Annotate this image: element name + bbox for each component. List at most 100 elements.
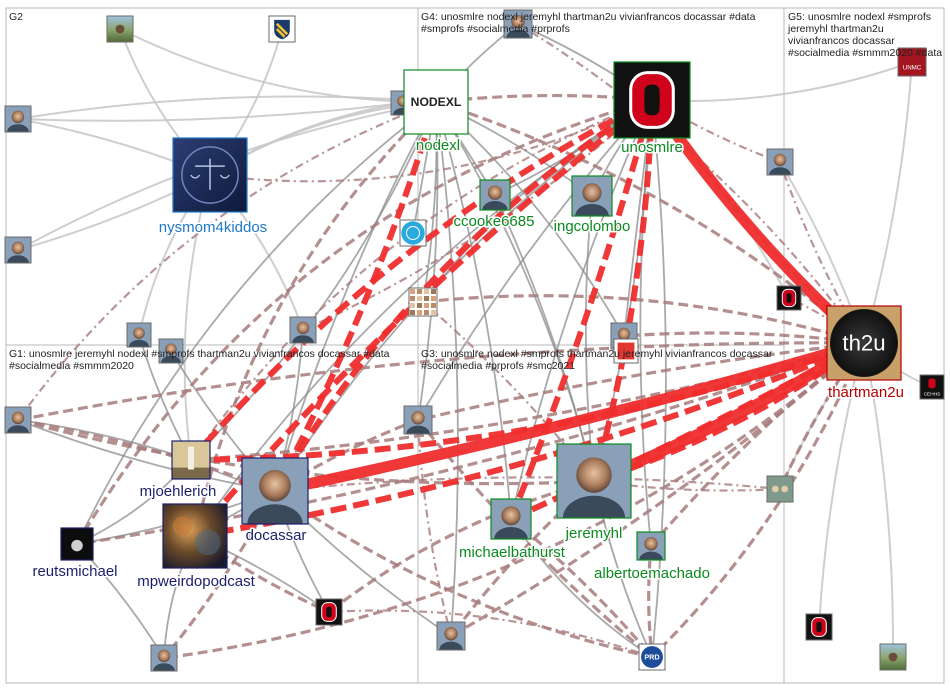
node-g3-bottom-1[interactable] [436,621,466,658]
group-title-line: G5: unosmlre nodexl #smprofs [788,11,931,23]
node-g5-photo[interactable] [766,148,794,183]
node-border [4,236,32,264]
edge-g1-left-1-to-nodexl [17,100,437,421]
edge-nysmom4kiddos-to-mjoehlerich [183,174,211,462]
node-g3-red-tile[interactable] [613,338,639,364]
group-title-g2: G2 [9,11,23,23]
node-g5-o-logo[interactable] [776,285,802,311]
person-photo-icon [5,237,31,263]
edge-jeremyhl-to-unosmlre [591,98,661,482]
node-g4-blue-circle[interactable] [399,219,427,247]
dark-photo-icon [61,528,93,560]
node-docassar[interactable]: docassar [241,457,309,546]
node-unosmlre[interactable]: unosmlre [613,61,691,158]
node-g1-bottom-person[interactable] [150,644,178,679]
node-label-ccooke6685: ccooke6685 [454,213,535,230]
nodexl-logo-icon: NODEXL [404,70,468,134]
node-g4-grid[interactable] [408,287,438,317]
node-mjoehlerich[interactable]: mjoehlerich [138,440,218,502]
edge-g2-left-1-to-nodexl [17,95,438,120]
node-border [399,219,427,247]
node-border [919,374,945,400]
nebula-photo-icon [163,504,227,568]
node-border [805,613,833,641]
group-title-line: G4: unosmlre nodexl jeremyhl thartman2u … [421,11,756,23]
node-border [4,406,32,434]
photo-grid-icon [409,288,437,316]
person-photo-icon [290,317,316,343]
node-g2-bottom-1[interactable] [126,322,152,354]
person-photo-icon [557,444,631,518]
node-border [776,285,802,311]
edge-docassar-to-nodexl [272,100,440,493]
group-boxes [5,7,945,684]
node-g3-prd[interactable]: PRD [638,643,666,671]
node-label-michaelbathurst: michaelbathurst [459,544,566,561]
node-border [126,322,152,348]
node-g2-left-1[interactable] [4,105,32,140]
group-title-g3: G3: unosmlre nodexl #smprofs thartman2u … [421,348,773,372]
node-g2-left-2[interactable] [4,236,32,271]
node-g1-o-logo[interactable] [315,598,343,626]
node-michaelbathurst[interactable]: michaelbathurst [458,498,567,563]
node-border [556,443,632,519]
edge-albertoemachado-to-g3-prd [644,545,658,659]
red-tile-icon [614,339,638,363]
edge-docassar-to-nodexl [274,101,437,492]
person-photo-icon [404,406,432,434]
node-nysmom4kiddos[interactable]: nysmom4kiddos [157,137,269,238]
edge-nysmom4kiddos-to-unosmlre [209,99,653,183]
edge-g3-woman-to-unosmlre [417,99,653,421]
edge-mjoehlerich-to-thartman2u [190,339,866,463]
omaha-o-logo-icon [316,599,342,625]
node-g3-woman[interactable] [403,405,433,442]
cehhs-logo-icon: CEHHS [920,375,944,399]
node-thartman2u[interactable]: th2u thartman2u [826,305,905,403]
node-label-docassar: docassar [246,527,307,544]
nodexl-logo-text: NODEXL [411,95,462,109]
node-g2-bottom-3[interactable] [289,316,317,351]
group-titles: G2 G4: unosmlre nodexl jeremyhl thartman2… [9,11,942,372]
group-title-line: G3: unosmlre nodexl #smprofs thartman2u … [421,348,773,360]
node-g4-small-2[interactable] [503,9,533,46]
edge-docassar-to-g3-right-photo [274,476,781,493]
node-g5-bottom-photo[interactable] [879,643,907,671]
person-photo-icon [637,532,665,560]
node-mpweirdopodcast[interactable]: mpweirdopodcast [136,503,257,592]
person-photo-icon [151,645,177,671]
node-border [766,475,794,503]
node-border [613,61,691,139]
node-g2-top-photo[interactable] [106,15,134,43]
th2u-logo-text: th2u [842,330,885,355]
node-jeremyhl[interactable]: jeremyhl [556,443,632,544]
edge-g5-unmc-to-unosmlre [650,61,913,107]
node-ccooke6685[interactable]: ccooke6685 [452,179,536,232]
node-g5-o-logo-2[interactable] [805,613,833,641]
node-ingcolombo[interactable]: ingcolombo [552,175,632,237]
person-photo-icon [767,149,793,175]
scales-of-justice-icon [173,138,247,212]
node-g2-bottom-2[interactable] [158,338,184,370]
edge-thartman2u-to-g5-bottom-photo [863,342,900,659]
group-title-line: vivianfrancos docassar [788,35,895,47]
node-border [172,137,248,213]
group-title-g1: G1: unosmlre jeremyhl nodexl #smprofs th… [9,348,390,372]
node-g5-cehhs[interactable]: CEHHS [919,374,945,400]
edge-michaelbathurst-to-unosmlre [510,99,653,520]
node-g5-unmc[interactable]: UNMC [897,47,927,77]
node-g2-shield[interactable] [268,15,296,43]
prd-logo-icon: PRD [639,644,665,670]
edge-thartman2u-to-g1-left-1 [16,341,865,425]
edge-mjoehlerich-to-unosmlre [190,98,653,461]
node-border [408,287,438,317]
node-g5-group-photo[interactable] [766,475,794,503]
node-label-thartman2u: thartman2u [828,384,904,401]
node-g1-left-1[interactable] [4,406,32,441]
group-box-g3 [417,344,785,684]
node-reutsmichael[interactable]: reutsmichael [31,527,119,582]
node-albertoemachado[interactable]: albertoemachado [593,531,711,584]
edge-g1-o-logo-to-g3-prd [328,609,653,659]
